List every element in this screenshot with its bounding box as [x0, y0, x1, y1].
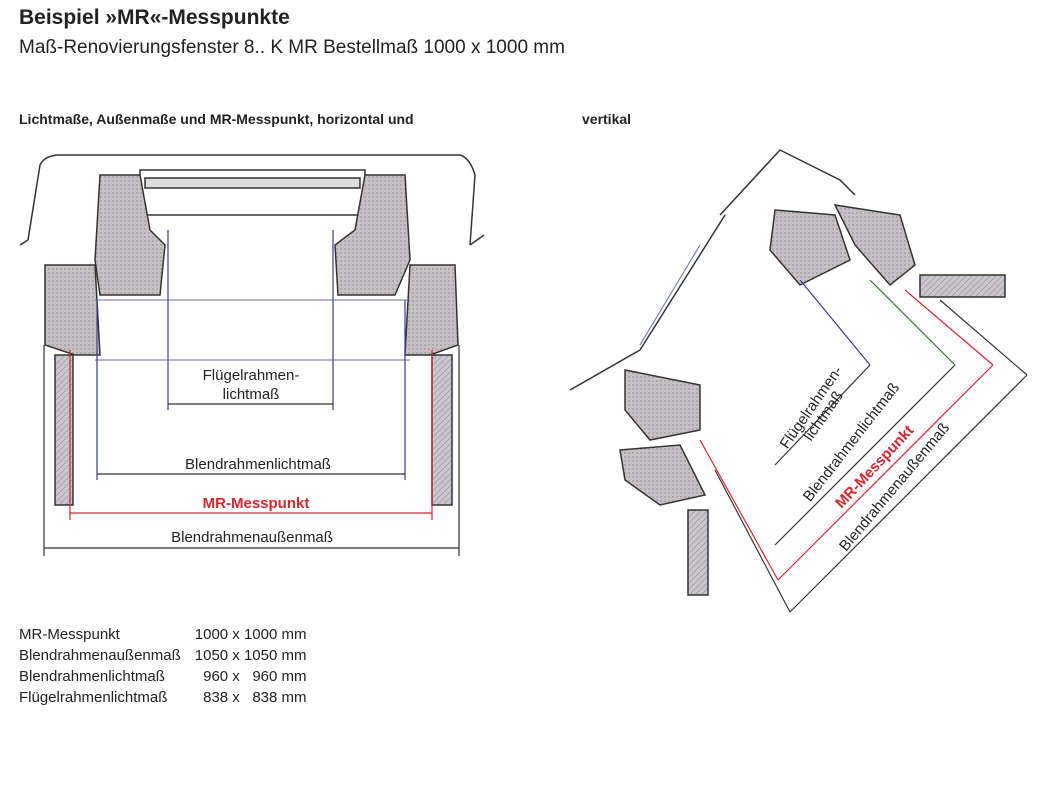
dim-name: MR-Messpunkt [19, 626, 120, 643]
caption-horizontal: Lichtmaße, Außenmaße und MR-Messpunkt, h… [19, 111, 414, 127]
table-row: Blendrahmenlichtmaß 960 x 960 mm [19, 666, 307, 687]
page-title: Beispiel »MR«-Messpunkte [19, 6, 290, 29]
label-fluegel-line2: lichtmaß [223, 386, 280, 403]
dimensions-table: MR-Messpunkt 1000 x 1000 mm Blendrahmenau… [19, 624, 307, 708]
vertical-section-drawing [569, 149, 1006, 596]
label-blendrahmenlichtmass: Blendrahmenlichtmaß [185, 456, 331, 473]
dim-value: 838 x 838 mm [194, 689, 307, 706]
label-blendrahmenaussenmass: Blendrahmenaußenmaß [171, 529, 333, 546]
dim-name: Blendrahmenlichtmaß [19, 668, 165, 685]
vertical-dimension-lines [699, 279, 1028, 613]
horizontal-section-drawing [19, 154, 485, 506]
dim-value: 960 x 960 mm [194, 668, 307, 685]
label-mr-messpunkt: MR-Messpunkt [203, 495, 310, 512]
table-row: Blendrahmenaußenmaß 1050 x 1050 mm [19, 645, 307, 666]
dim-name: Blendrahmenaußenmaß [19, 647, 181, 664]
dim-value: 1000 x 1000 mm [194, 626, 307, 643]
page-subtitle: Maß-Renovierungsfenster 8.. K MR Bestell… [19, 37, 565, 58]
dim-name: Flügelrahmenlichtmaß [19, 689, 168, 706]
table-row: Flügelrahmenlichtmaß 838 x 838 mm [19, 687, 307, 708]
caption-vertical: vertikal [582, 111, 632, 127]
dim-value: 1050 x 1050 mm [194, 647, 307, 664]
label-fluegel-line1: Flügelrahmen- [203, 367, 300, 384]
table-row: MR-Messpunkt 1000 x 1000 mm [19, 624, 307, 645]
horizontal-dimension-lines [43, 230, 460, 556]
